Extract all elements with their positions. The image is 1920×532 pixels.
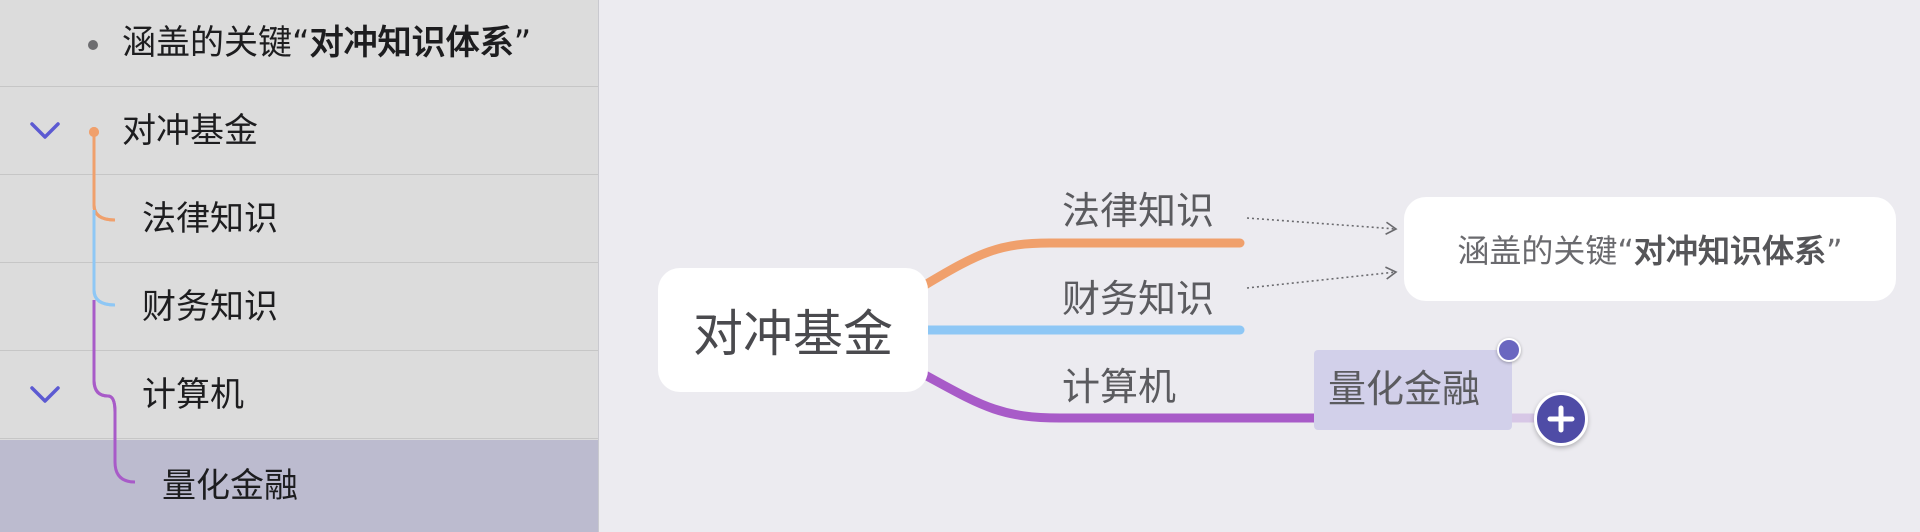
topic-quant-label: 量化金融 <box>1328 367 1481 411</box>
outline-row-callout[interactable]: 涵盖的关键“对冲知识体系” <box>0 0 598 87</box>
relation-arrow-finance <box>1246 266 1398 289</box>
topic-finance[interactable]: 财务知识 <box>1062 277 1215 321</box>
outline-panel: 涵盖的关键“对冲知识体系” 对冲基金 法律知识 财务知识 计算机 量化金融 <box>0 0 599 532</box>
outline-label-callout: 涵盖的关键“对冲知识体系” <box>122 23 532 63</box>
bullet-icon <box>88 40 98 50</box>
plus-icon <box>1547 405 1575 433</box>
outline-row-computer[interactable]: 计算机 <box>0 352 598 439</box>
outline-label-finance: 财务知识 <box>142 287 278 327</box>
relation-arrow-law <box>1246 217 1398 235</box>
outline-label-root: 对冲基金 <box>122 111 258 151</box>
topic-computer[interactable]: 计算机 <box>1062 365 1177 409</box>
outline-row-quant[interactable]: 量化金融 <box>0 440 598 532</box>
chevron-down-icon[interactable] <box>30 352 60 439</box>
chevron-down-icon[interactable] <box>30 88 60 175</box>
outline-label-quant: 量化金融 <box>162 466 298 506</box>
topic-quant-selected[interactable]: 量化金融 <box>1314 350 1512 430</box>
add-topic-button[interactable] <box>1534 392 1588 446</box>
topic-law[interactable]: 法律知识 <box>1062 189 1215 233</box>
outline-label-law: 法律知识 <box>142 199 278 239</box>
callout-text: 涵盖的关键“对冲知识体系” <box>1457 232 1843 270</box>
mindmap-canvas[interactable]: 对冲基金 法律知识 财务知识 计算机 量化金融 涵盖的关键“对冲知识体系” <box>600 0 1920 532</box>
callout-note[interactable]: 涵盖的关键“对冲知识体系” <box>1404 197 1896 301</box>
outline-row-root[interactable]: 对冲基金 <box>0 88 598 175</box>
branch-line-computer <box>920 370 1509 423</box>
drag-handle-icon[interactable] <box>1497 338 1521 362</box>
root-topic[interactable]: 对冲基金 <box>658 268 928 392</box>
outline-row-finance[interactable]: 财务知识 <box>0 264 598 351</box>
outline-label-computer: 计算机 <box>142 375 244 415</box>
outline-row-law[interactable]: 法律知识 <box>0 176 598 263</box>
branch-line-law <box>920 238 1245 290</box>
